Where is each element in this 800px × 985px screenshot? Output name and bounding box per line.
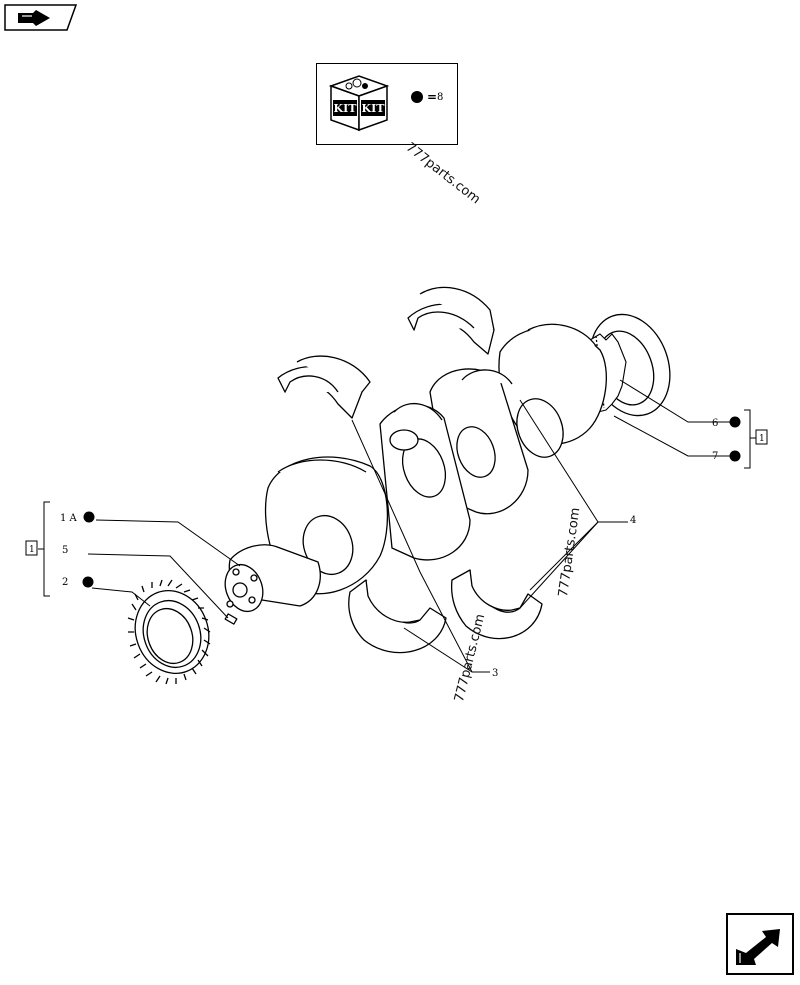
group-label-left: 1 [29,545,35,555]
group-box-right [755,429,768,445]
hand-pointer-next-icon [726,913,794,975]
callout-3: 3 [492,668,498,679]
crankshaft [224,313,671,625]
leader-lines [38,379,756,673]
group-box-left [25,540,38,556]
callout-bullet-1a [83,511,95,523]
kit-label-left: KIT [334,102,358,115]
callout-1a: 1 A [60,513,78,524]
callout-4: 4 [630,515,636,526]
upper-bearing-shell-left [277,355,371,419]
lower-bearing-shell-left [348,579,447,654]
kit-legend-box: KIT KIT = 8 [316,63,458,145]
kit-label-right: KIT [362,102,386,115]
lower-bearing-shell-right [450,569,543,640]
previous-page-tab[interactable] [4,4,78,36]
callout-6: 6 [712,418,718,429]
kit-bullet [411,91,423,103]
upper-bearing-shell-right [407,286,495,355]
kit-ref: 8 [437,92,443,103]
callout-7: 7 [712,451,718,462]
callout-2: 2 [62,577,68,588]
kit-equals: = [427,90,437,104]
callout-bullet-6 [729,416,741,428]
timing-gear [127,579,211,685]
callout-5: 5 [62,545,68,556]
hand-pointer-icon [4,4,78,31]
callout-bullet-7 [729,450,741,462]
next-page-button[interactable] [726,913,794,979]
group-label-right: 1 [759,434,765,444]
callout-bullet-2 [82,576,94,588]
kit-box-icon [328,75,390,132]
